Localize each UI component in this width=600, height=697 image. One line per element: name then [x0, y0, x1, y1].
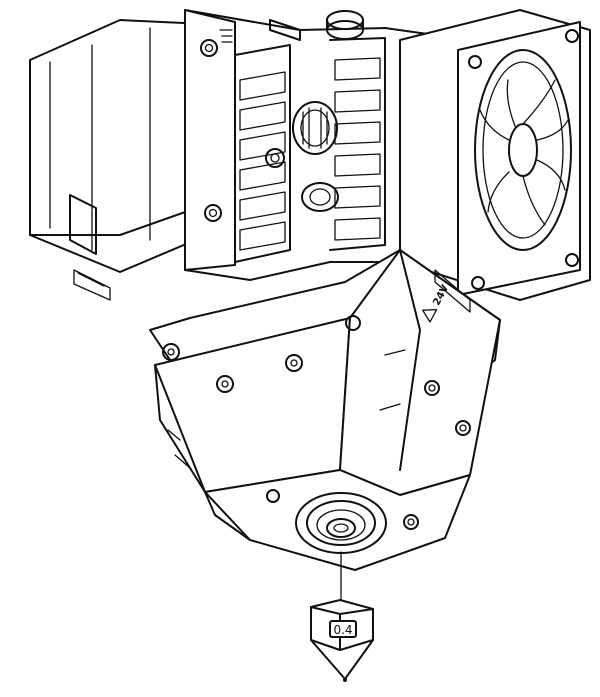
cooling-fan [399, 9, 591, 301]
extruder-frame [184, 9, 471, 281]
nozzle-size-label: 0.4 [333, 623, 352, 637]
stepper-motor [29, 19, 206, 301]
warning-triangle-icon [422, 308, 438, 323]
nozzle: 0.4 [310, 551, 374, 682]
hotend-housing [149, 249, 501, 571]
